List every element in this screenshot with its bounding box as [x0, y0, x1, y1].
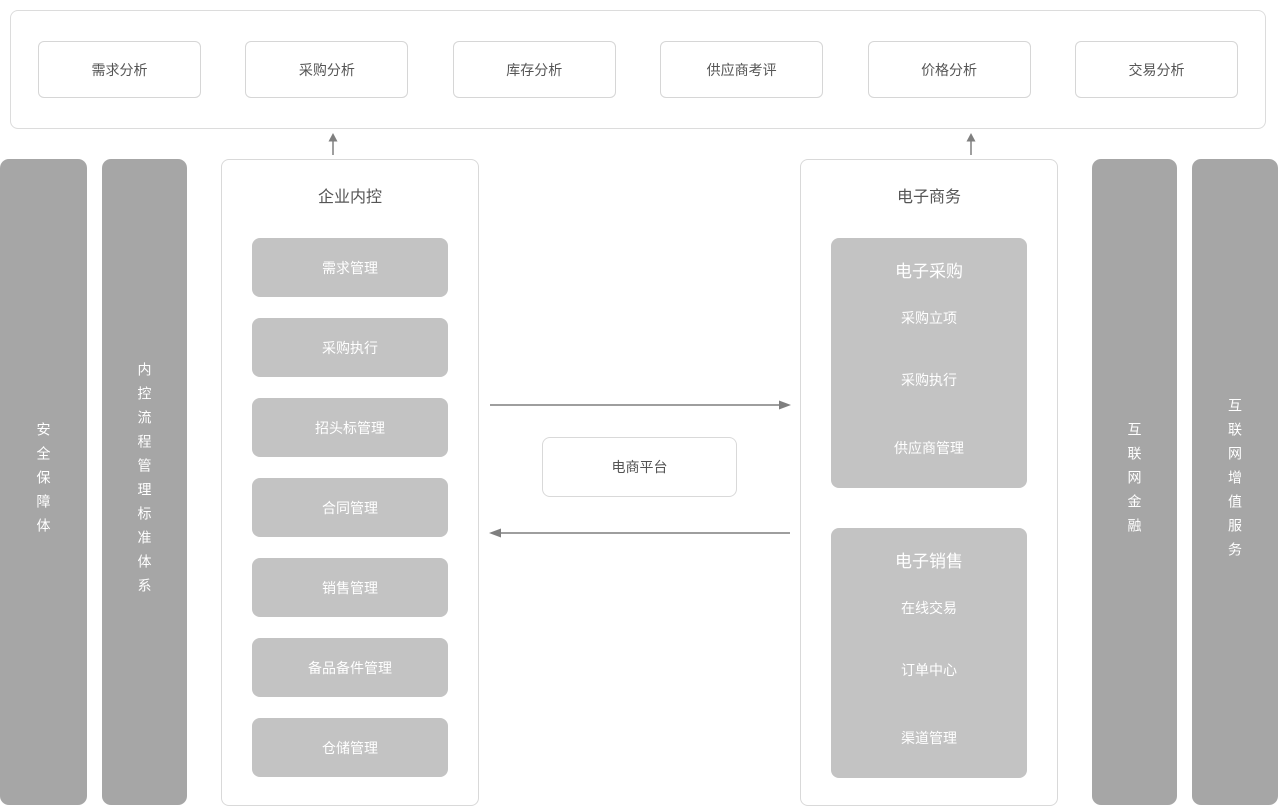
up-arrow-right-icon: [966, 133, 976, 155]
item-purchase-execution: 采购执行: [901, 372, 957, 388]
item-online-trading: 在线交易: [901, 600, 957, 616]
pillar-security-label: 安全保障体: [35, 422, 52, 542]
pillar-control-process-label: 内控流程管理标准体系: [136, 362, 153, 602]
analysis-panel: 需求分析 采购分析 库存分析 供应商考评 价格分析 交易分析: [10, 10, 1266, 129]
block-sales-management: 销售管理: [252, 558, 448, 617]
ecommerce-platform-box: 电商平台: [542, 437, 737, 497]
block-warehouse-management: 仓储管理: [252, 718, 448, 777]
item-supplier-management: 供应商管理: [894, 440, 964, 456]
left-arrow-icon: [489, 528, 790, 538]
internal-control-panel: 企业内控 需求管理 采购执行 招头标管理 合同管理 销售管理 备品备件管理 仓储…: [221, 159, 479, 806]
pillar-control-process-standard: 内控流程管理标准体系: [102, 159, 187, 805]
pillar-internet-finance: 互联网金融: [1092, 159, 1177, 805]
e-procurement-title: 电子采购: [895, 262, 963, 281]
pillar-security-system: 安全保障体: [0, 159, 87, 805]
analysis-box-supplier: 供应商考评: [660, 41, 824, 98]
e-sales-title: 电子销售: [895, 552, 963, 571]
analysis-box-trade: 交易分析: [1074, 41, 1238, 98]
item-order-center: 订单中心: [901, 662, 957, 678]
block-procurement-execution: 采购执行: [252, 318, 448, 377]
block-contract-management: 合同管理: [252, 478, 448, 537]
ecommerce-panel: 电子商务 电子采购 采购立项 采购执行 供应商管理 电子销售 在线交易 订单中心…: [800, 159, 1058, 806]
e-procurement-group: 电子采购 采购立项 采购执行 供应商管理: [831, 238, 1027, 488]
up-arrow-left-icon: [328, 133, 338, 155]
analysis-box-demand: 需求分析: [38, 41, 201, 98]
pillar-internet-value-added: 互联网增值服务: [1192, 159, 1278, 805]
analysis-box-purchase: 采购分析: [245, 41, 409, 98]
analysis-box-inventory: 库存分析: [452, 41, 616, 98]
internal-control-title: 企业内控: [317, 189, 382, 206]
item-purchase-initiation: 采购立项: [901, 310, 957, 326]
analysis-box-price: 价格分析: [867, 41, 1031, 98]
block-demand-management: 需求管理: [252, 238, 448, 297]
pillar-internet-value-added-label: 互联网增值服务: [1227, 398, 1243, 566]
e-sales-group: 电子销售 在线交易 订单中心 渠道管理: [831, 528, 1027, 778]
item-channel-management: 渠道管理: [901, 730, 957, 746]
block-bidding-management: 招头标管理: [252, 398, 448, 457]
block-spare-parts-management: 备品备件管理: [252, 638, 448, 697]
right-arrow-icon: [490, 400, 791, 410]
pillar-internet-finance-label: 互联网金融: [1126, 422, 1143, 542]
ecommerce-title: 电子商务: [896, 189, 961, 206]
internal-control-blocks: 需求管理 采购执行 招头标管理 合同管理 销售管理 备品备件管理 仓储管理: [252, 238, 448, 777]
